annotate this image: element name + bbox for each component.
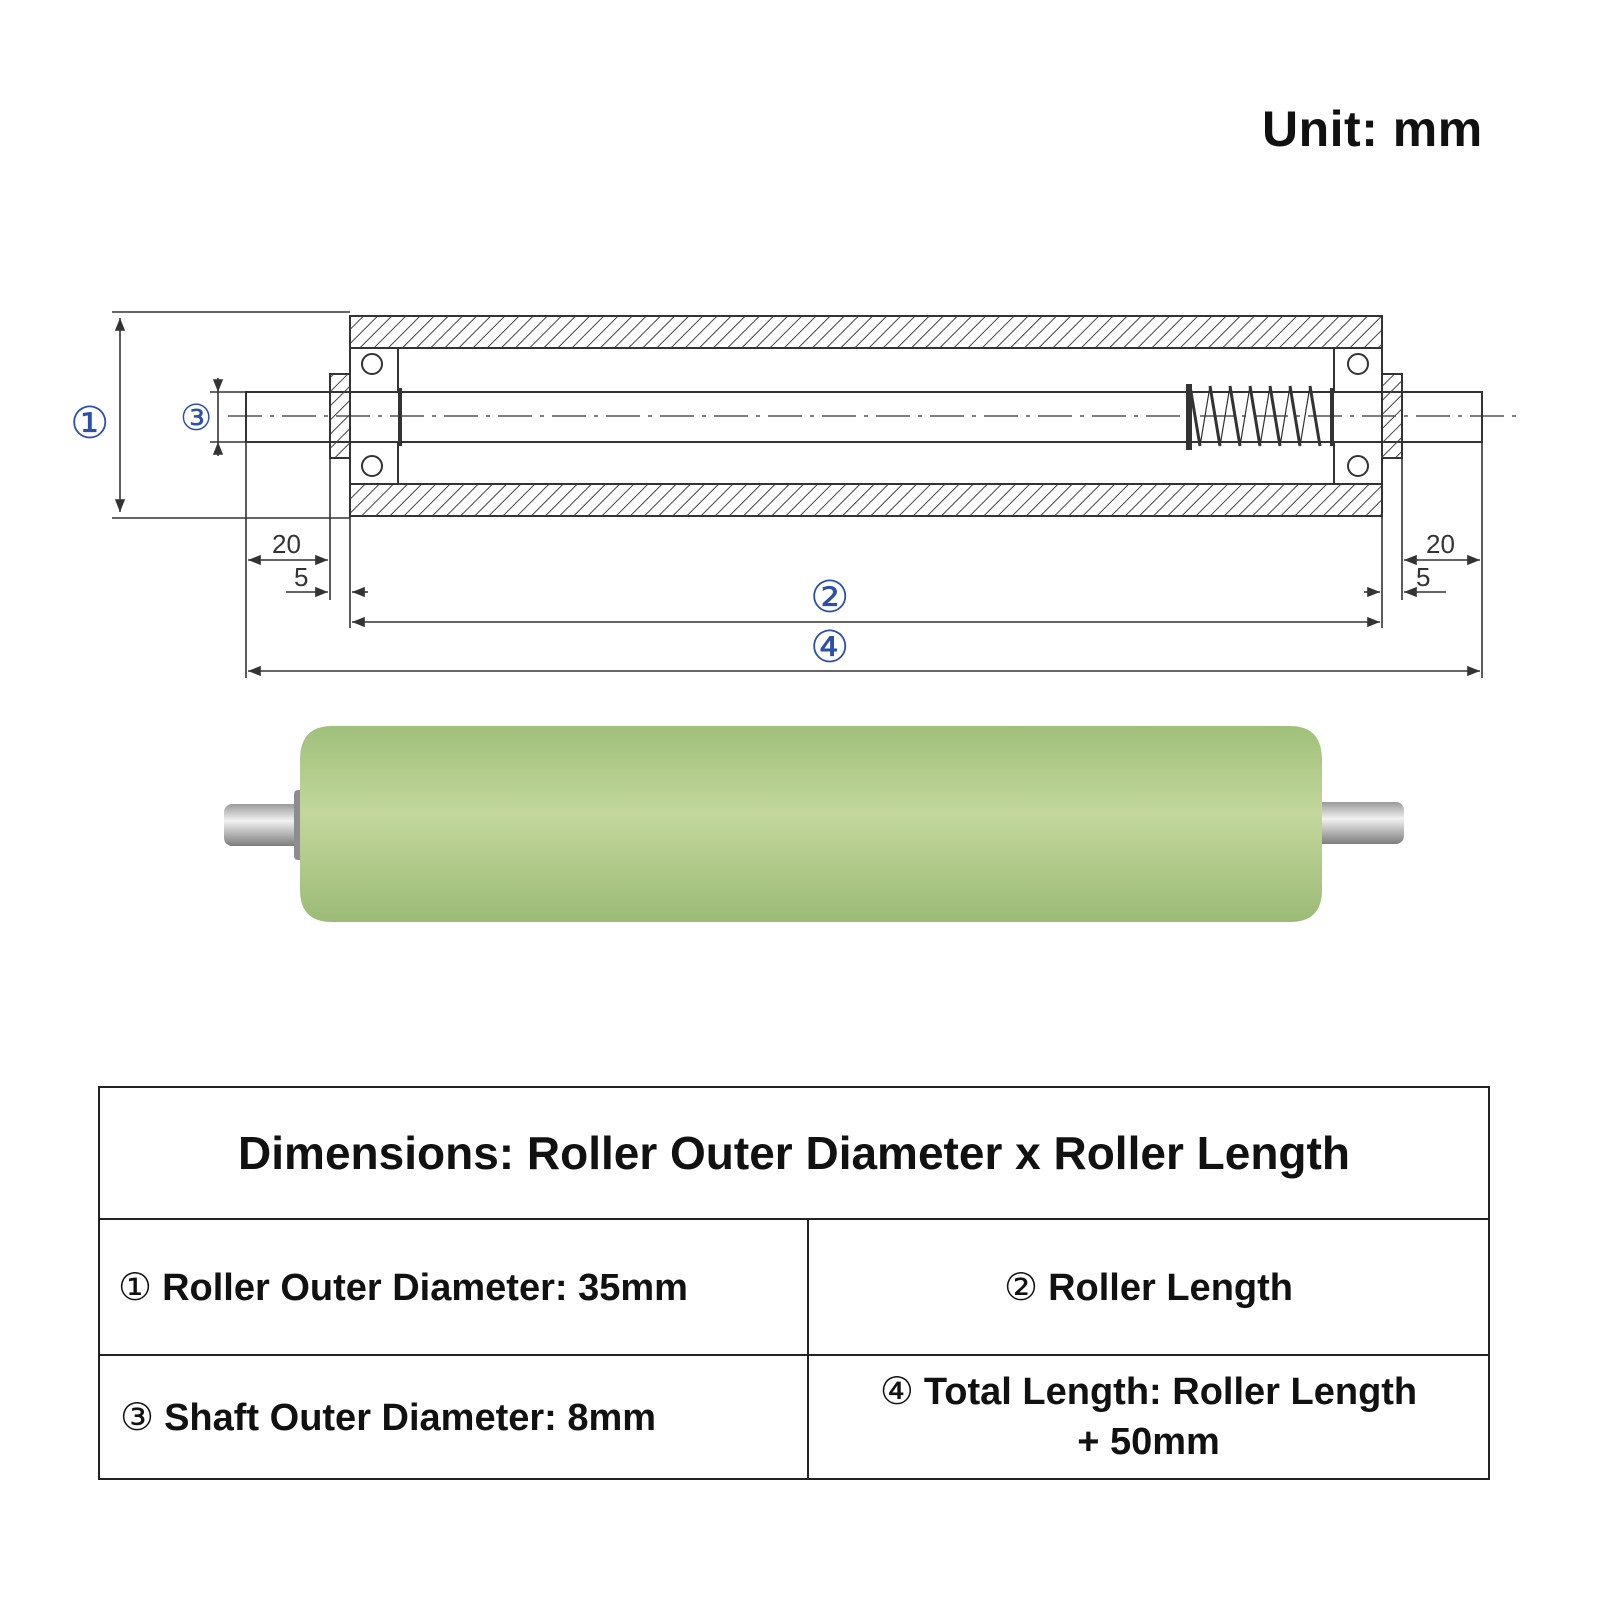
callout-2: ② [810, 573, 849, 622]
callout-4: ④ [810, 623, 849, 672]
right-bearing [1330, 347, 1403, 485]
marker-3: ③ [120, 1396, 155, 1439]
left-bearing [329, 347, 402, 485]
dimension-lines [112, 311, 1483, 678]
marker-2: ② [1004, 1266, 1039, 1309]
dim-left-5: 5 [294, 562, 308, 592]
dim-right-5: 5 [1416, 562, 1430, 592]
marker-1: ① [118, 1266, 153, 1309]
table-title: Dimensions: Roller Outer Diameter x Roll… [98, 1086, 1490, 1220]
shaft-diameter-text: Shaft Outer Diameter: 8mm [164, 1396, 657, 1439]
marker-4: ④ [879, 1371, 914, 1413]
dim-right-20: 20 [1426, 529, 1455, 559]
spring [1186, 384, 1322, 450]
callout-1: ① [70, 399, 109, 448]
roller-product-image [224, 726, 1404, 922]
roller-technical-drawing: 20 5 20 5 ① ③ ② ④ [70, 311, 1520, 922]
shaft-section [228, 391, 1520, 443]
roller-length-text: Roller Length [1048, 1266, 1293, 1309]
right-shaft-end [1306, 802, 1404, 844]
green-roller-body [300, 726, 1322, 922]
dimensions-table: Dimensions: Roller Outer Diameter x Roll… [98, 1086, 1490, 1480]
outer-diameter-text: Roller Outer Diameter: 35mm [162, 1266, 688, 1309]
roller-tube-section [349, 315, 1383, 517]
total-length-text: Total Length: Roller Length [923, 1371, 1418, 1413]
unit-label: Unit: mm [1262, 101, 1483, 157]
total-length-text-line2: + 50mm [1077, 1421, 1220, 1463]
callout-3: ③ [180, 397, 212, 438]
dim-left-20: 20 [272, 529, 301, 559]
